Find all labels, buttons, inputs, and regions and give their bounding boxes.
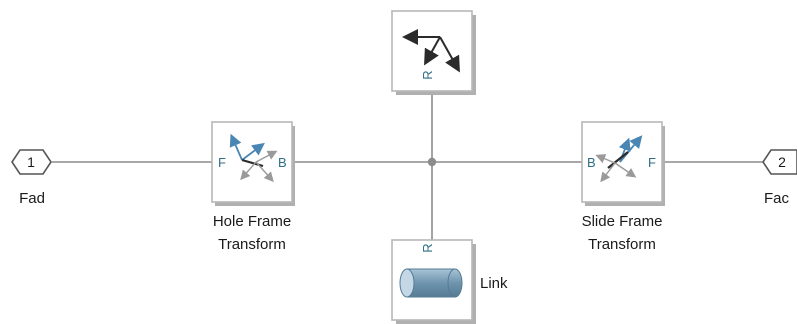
- slide-port-right: F: [648, 155, 656, 170]
- outport-hexagon: [762, 149, 797, 175]
- slide-frame-transform-block[interactable]: B F Slide Frame Transform: [581, 121, 665, 253]
- cylinder-icon: [399, 268, 463, 298]
- slide-frame-transform-box: [581, 121, 663, 203]
- outport-label: Fac: [764, 190, 790, 207]
- slide-label-line1: Slide Frame: [582, 213, 663, 230]
- inport-block[interactable]: 1 Fad: [11, 149, 52, 207]
- hole-frame-transform-block[interactable]: F B Hole Frame Transform: [211, 121, 295, 253]
- link-block[interactable]: R Link: [391, 239, 508, 324]
- outport-block[interactable]: 2 Fac: [762, 149, 797, 207]
- world-port-r: R: [420, 70, 435, 79]
- world-frame-block[interactable]: R: [391, 10, 476, 95]
- frame-transform-icon: [595, 135, 643, 183]
- junction-point: [427, 157, 437, 167]
- connection-lines: [52, 91, 763, 240]
- link-label: Link: [480, 275, 508, 292]
- world-frame-box: [391, 10, 473, 92]
- inport-label: Fad: [19, 190, 45, 207]
- hole-port-left: F: [218, 155, 226, 170]
- outport-number: 2: [778, 154, 786, 170]
- slide-label-line2: Transform: [588, 236, 656, 253]
- hole-label-line1: Hole Frame: [213, 213, 291, 230]
- link-port-r: R: [420, 243, 435, 252]
- hole-label-line2: Transform: [218, 236, 286, 253]
- hole-port-right: B: [278, 155, 287, 170]
- frame-transform-icon: [229, 133, 278, 183]
- world-frame-axes-icon: [402, 29, 460, 73]
- inport-hexagon: [11, 149, 52, 175]
- inport-number: 1: [27, 154, 35, 170]
- slide-port-left: B: [587, 155, 596, 170]
